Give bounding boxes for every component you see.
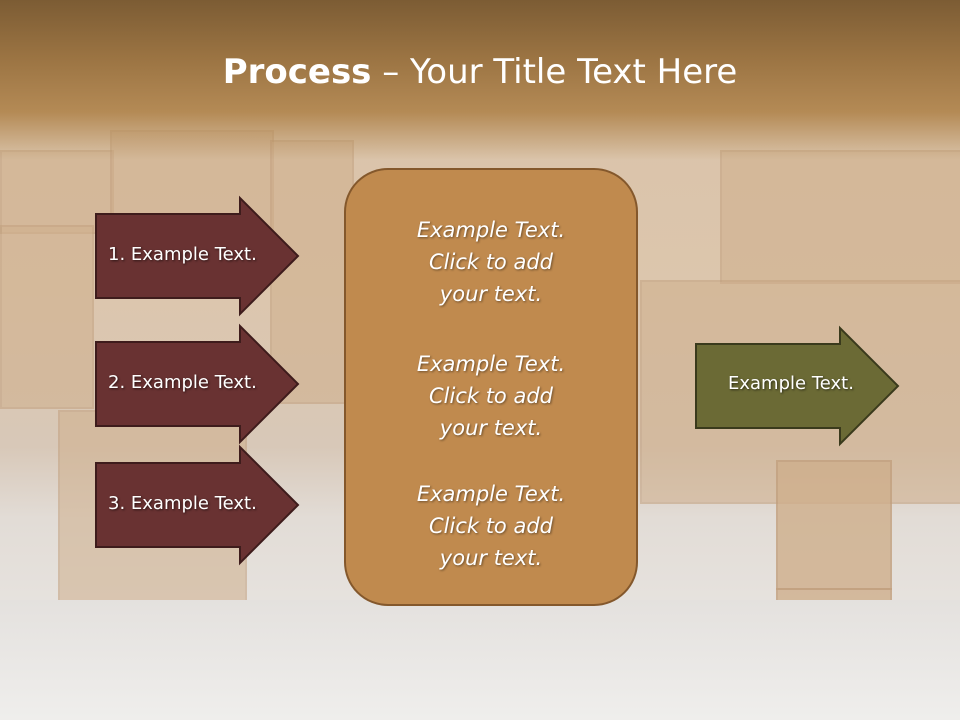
- right-arrow-shape: [95, 444, 300, 566]
- center-paragraph-2: Example Text. Click to add your text.: [416, 352, 566, 440]
- step-label: 1. Example Text.: [108, 244, 257, 265]
- center-text-box[interactable]: Example Text. Click to add your text. Ex…: [344, 168, 638, 606]
- result-label: Example Text.: [728, 373, 854, 394]
- step-arrow-2[interactable]: 2. Example Text.: [95, 323, 300, 445]
- step-arrow-1[interactable]: 1. Example Text.: [95, 195, 300, 317]
- right-arrow-shape: [695, 325, 900, 447]
- right-arrow-shape: [95, 195, 300, 317]
- title-bar: [0, 0, 960, 160]
- result-arrow[interactable]: Example Text.: [695, 325, 900, 447]
- slide-title[interactable]: Process – Your Title Text Here: [222, 52, 738, 92]
- right-arrow-shape: [95, 323, 300, 445]
- center-paragraph-3: Example Text. Click to add your text.: [416, 482, 566, 570]
- center-paragraph-1: Example Text. Click to add your text.: [416, 218, 566, 306]
- step-label: 3. Example Text.: [108, 493, 257, 514]
- step-label: 2. Example Text.: [108, 372, 257, 393]
- step-arrow-3[interactable]: 3. Example Text.: [95, 444, 300, 566]
